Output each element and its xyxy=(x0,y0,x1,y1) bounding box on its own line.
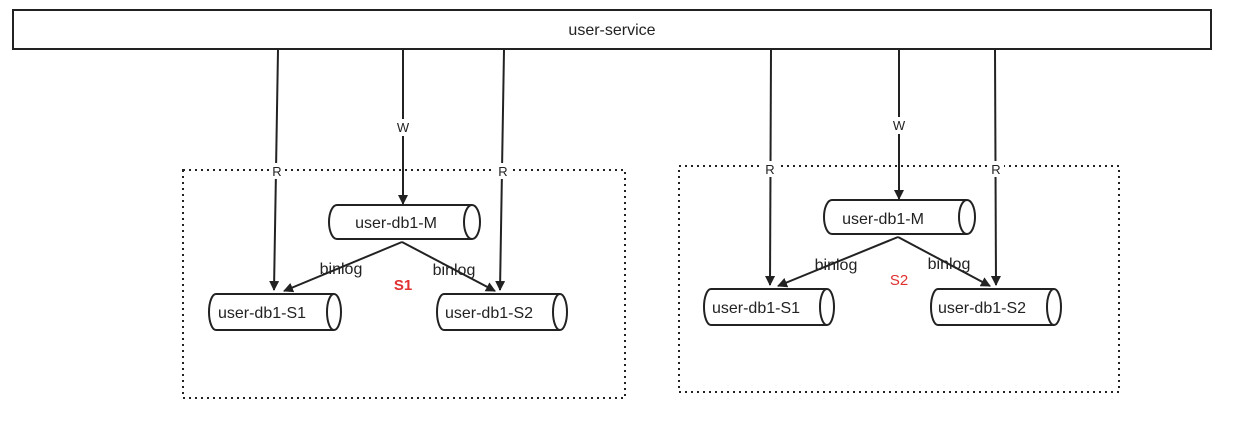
binlog-label-s2-slave1: binlog xyxy=(815,257,858,274)
write-label-s2: W xyxy=(893,118,906,133)
binlog-edge-s2-slave1 xyxy=(777,236,899,288)
binlog-label-s2-slave2: binlog xyxy=(928,256,971,273)
db-slave1-s2: user-db1-S1 xyxy=(703,288,835,326)
shard-label-s1: S1 xyxy=(394,277,412,294)
binlog-label-s1-slave2: binlog xyxy=(433,262,476,279)
user-service-box: user-service xyxy=(12,9,1212,50)
db-slave2-s1: user-db1-S2 xyxy=(436,293,568,331)
db-slave2-s2-label: user-db1-S2 xyxy=(938,300,1026,317)
db-slave1-s1: user-db1-S1 xyxy=(208,293,342,331)
shard-boundary-s2 xyxy=(678,165,1120,393)
db-slave1-s2-label: user-db1-S1 xyxy=(712,300,800,317)
binlog-edge-s1-slave1 xyxy=(283,241,403,293)
binlog-label-s1-slave1: binlog xyxy=(320,261,363,278)
shard-label-s2: S2 xyxy=(890,272,908,289)
read-label-s2-slave1: R xyxy=(765,162,774,177)
db-master-s2-label: user-db1-M xyxy=(842,211,924,228)
db-slave2-s2: user-db1-S2 xyxy=(930,288,1062,326)
shard-boundary-s1 xyxy=(182,169,626,399)
db-slave2-s1-label: user-db1-S2 xyxy=(445,305,533,322)
db-master-s2: user-db1-M xyxy=(823,199,976,235)
binlog-edge-s2-slave2 xyxy=(897,236,991,287)
user-service-label: user-service xyxy=(568,22,655,39)
read-label-s1-slave1: R xyxy=(272,164,281,179)
write-label-s1: W xyxy=(397,120,410,135)
shard-group-s2: R W R binlog binlog user-db1-M user-db1-… xyxy=(678,49,1120,393)
shard-group-s1: R W R binlog binlog user-db1-M user-db1-… xyxy=(182,49,626,399)
binlog-edge-s1-slave2 xyxy=(401,241,496,292)
db-slave1-s1-label: user-db1-S1 xyxy=(218,305,306,322)
read-label-s1-slave2: R xyxy=(498,164,507,179)
read-label-s2-slave2: R xyxy=(991,162,1000,177)
db-master-s1-label: user-db1-M xyxy=(355,215,437,232)
db-master-s1: user-db1-M xyxy=(328,204,481,240)
